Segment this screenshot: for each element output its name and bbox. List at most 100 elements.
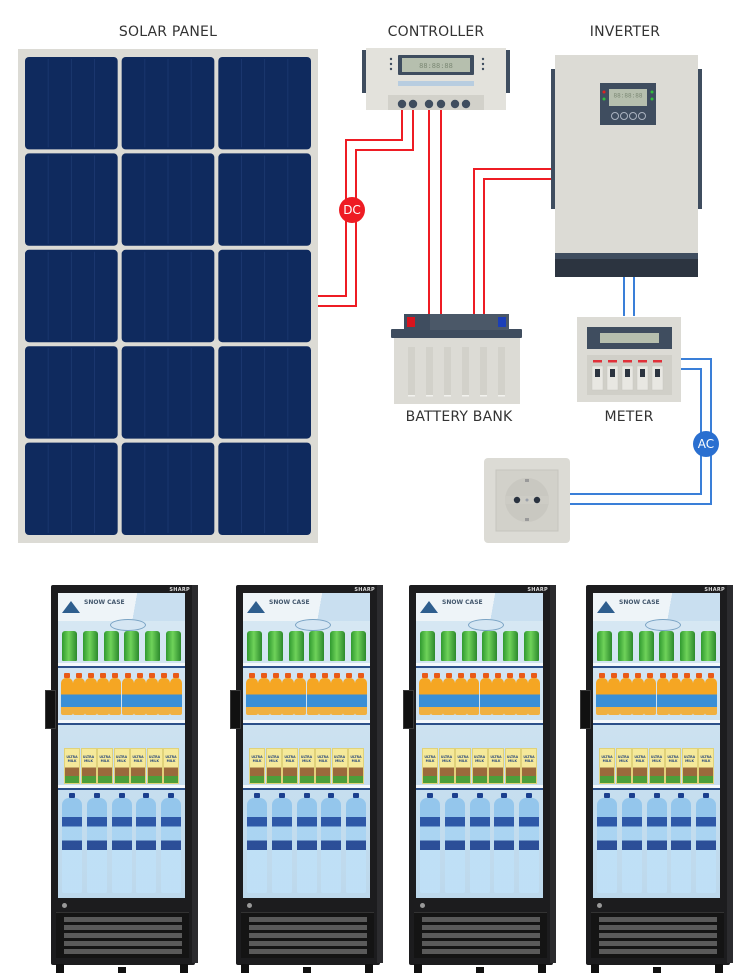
mountain-icon bbox=[62, 601, 80, 613]
fridge-foot bbox=[56, 964, 64, 973]
meter-breaker bbox=[591, 365, 604, 391]
meter-breaker bbox=[621, 365, 634, 391]
juice-bottle bbox=[121, 673, 134, 715]
mountain-icon bbox=[597, 601, 615, 613]
fridge-vent-grille bbox=[414, 912, 547, 958]
can bbox=[680, 631, 696, 661]
ac-badge: AC bbox=[693, 431, 719, 457]
milk-carton: ULTRA MILK bbox=[146, 748, 163, 784]
controller-terminal bbox=[424, 99, 434, 109]
fridge-vent-grille bbox=[56, 912, 189, 958]
ac-wire-inverter-meter bbox=[623, 277, 635, 316]
battery-bank-label: BATTERY BANK bbox=[405, 409, 513, 425]
water-bottle bbox=[621, 793, 642, 893]
mountain-icon bbox=[420, 601, 438, 613]
shelf bbox=[416, 720, 543, 725]
can bbox=[659, 631, 675, 661]
can bbox=[62, 631, 77, 661]
juice-bottle bbox=[342, 673, 355, 715]
vent-slat bbox=[249, 949, 367, 954]
milk-carton: ULTRA MILK bbox=[315, 748, 331, 784]
milk-carton: ULTRA MILK bbox=[632, 748, 648, 784]
meter bbox=[577, 317, 681, 402]
controller-terminals bbox=[397, 99, 471, 109]
lock-icon[interactable] bbox=[420, 903, 425, 908]
inverter-button bbox=[638, 112, 646, 120]
inverter: 88:88:88 bbox=[551, 55, 702, 277]
can bbox=[523, 631, 539, 661]
shelf-row-cans bbox=[420, 631, 539, 661]
can bbox=[503, 631, 519, 661]
water-bottle bbox=[321, 793, 342, 893]
controller-terminal bbox=[461, 99, 471, 109]
juice-bottle bbox=[282, 673, 295, 715]
fridge-door-handle[interactable] bbox=[580, 690, 591, 729]
vent-slat bbox=[249, 933, 367, 938]
shelf-row-juice bbox=[419, 673, 540, 715]
fridge-door-handle[interactable] bbox=[45, 690, 56, 729]
water-bottle bbox=[444, 793, 465, 893]
juice-bottle bbox=[527, 673, 540, 715]
fridge-foot bbox=[715, 964, 723, 973]
juice-bottle bbox=[692, 673, 705, 715]
can bbox=[267, 631, 283, 661]
can bbox=[482, 631, 498, 661]
shelf-row-water bbox=[62, 793, 181, 893]
lock-icon[interactable] bbox=[62, 903, 67, 908]
water-bottle bbox=[247, 793, 267, 893]
vent-slat bbox=[599, 949, 717, 954]
fridge-door-handle[interactable] bbox=[230, 690, 241, 729]
juice-bottle bbox=[608, 673, 621, 715]
fridge-foot bbox=[118, 967, 126, 973]
vent-slat bbox=[422, 925, 540, 930]
water-bottle bbox=[346, 793, 366, 893]
juice-bottle bbox=[306, 673, 319, 715]
milk-carton-label: ULTRA MILK bbox=[300, 755, 313, 763]
lock-icon[interactable] bbox=[247, 903, 252, 908]
meter-label: METER bbox=[604, 409, 654, 425]
meter-breaker bbox=[651, 365, 664, 391]
milk-carton: ULTRA MILK bbox=[615, 748, 632, 784]
fridge-header-logo: SNOW CASE bbox=[84, 599, 125, 606]
milk-carton-label: ULTRA MILK bbox=[683, 755, 696, 763]
milk-carton: ULTRA MILK bbox=[681, 748, 698, 784]
can bbox=[103, 631, 119, 661]
fridge-door-handle[interactable] bbox=[403, 690, 414, 729]
juice-bottle bbox=[596, 673, 608, 715]
vent-slat bbox=[249, 925, 367, 930]
can bbox=[440, 631, 456, 661]
water-bottle bbox=[111, 793, 132, 893]
fridge-vent-grille bbox=[241, 912, 374, 958]
fridge-door-edge bbox=[192, 585, 198, 963]
milk-carton-label: ULTRA MILK bbox=[617, 755, 630, 763]
can bbox=[82, 631, 98, 661]
controller-terminal bbox=[397, 99, 407, 109]
milk-carton: ULTRA MILK bbox=[488, 748, 504, 784]
can bbox=[638, 631, 654, 661]
fridge-header: SNOW CASE bbox=[58, 593, 185, 621]
can bbox=[597, 631, 612, 661]
fridge-door-edge bbox=[727, 585, 733, 963]
water-bottle bbox=[161, 793, 181, 893]
milk-carton: ULTRA MILK bbox=[665, 748, 681, 784]
milk-carton: ULTRA MILK bbox=[599, 748, 615, 784]
milk-carton-label: ULTRA MILK bbox=[350, 755, 362, 763]
fridge-brand: SHARP bbox=[354, 587, 375, 593]
milk-carton-label: ULTRA MILK bbox=[99, 755, 111, 763]
water-bottle bbox=[136, 793, 157, 893]
fridge-header: SNOW CASE bbox=[243, 593, 370, 621]
can bbox=[350, 631, 366, 661]
juice-bottle bbox=[246, 673, 258, 715]
lock-icon[interactable] bbox=[597, 903, 602, 908]
milk-carton-label: ULTRA MILK bbox=[317, 755, 329, 763]
juice-bottle bbox=[109, 673, 122, 715]
fridge-foot bbox=[180, 964, 188, 973]
vent-slat bbox=[64, 949, 182, 954]
milk-carton-label: ULTRA MILK bbox=[506, 755, 519, 763]
